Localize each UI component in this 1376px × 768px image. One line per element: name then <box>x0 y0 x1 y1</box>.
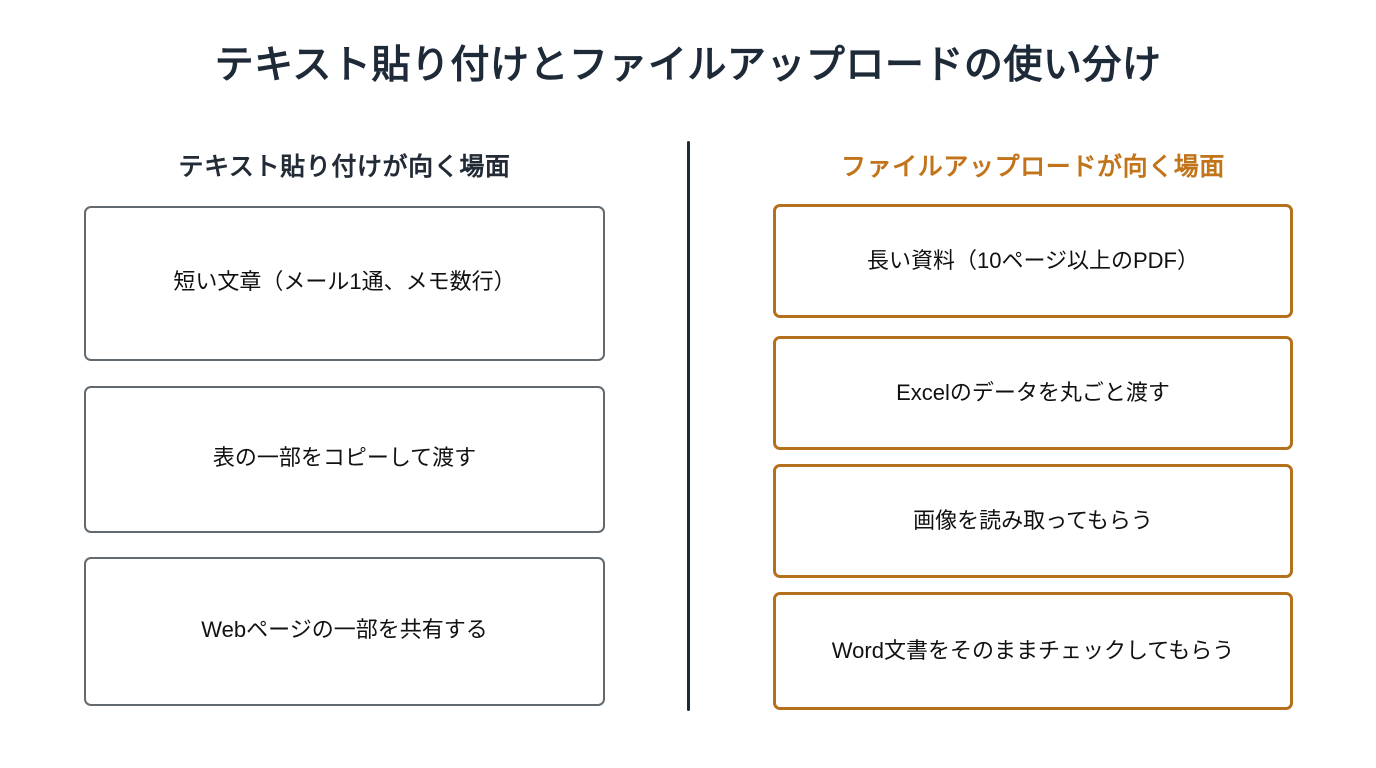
column-divider <box>687 141 690 711</box>
left-column-header: テキスト貼り付けが向く場面 <box>178 153 511 181</box>
list-item-label: 長い資料（10ページ以上のPDF） <box>866 248 1200 274</box>
list-item: 長い資料（10ページ以上のPDF） <box>773 204 1293 318</box>
list-item-label: Excelのデータを丸ごと渡す <box>896 380 1170 406</box>
list-item-label: Webページの一部を共有する <box>201 616 488 642</box>
list-item: Word文書をそのままチェックしてもらう <box>773 592 1293 710</box>
list-item-label: 表の一部をコピーして渡す <box>212 444 477 470</box>
list-item: Excelのデータを丸ごと渡す <box>773 336 1293 450</box>
list-item: 画像を読み取ってもらう <box>773 464 1293 578</box>
right-column-header: ファイルアップロードが向く場面 <box>840 153 1225 181</box>
list-item-label: 画像を読み取ってもらう <box>913 508 1153 534</box>
list-item: Webページの一部を共有する <box>84 557 605 706</box>
list-item: 短い文章（メール1通、メモ数行） <box>84 206 605 361</box>
list-item: 表の一部をコピーして渡す <box>84 386 605 533</box>
list-item-label: 短い文章（メール1通、メモ数行） <box>173 268 516 294</box>
list-item-label: Word文書をそのままチェックしてもらう <box>831 638 1235 664</box>
page-title: テキスト貼り付けとファイルアップロードの使い分け <box>214 44 1162 87</box>
